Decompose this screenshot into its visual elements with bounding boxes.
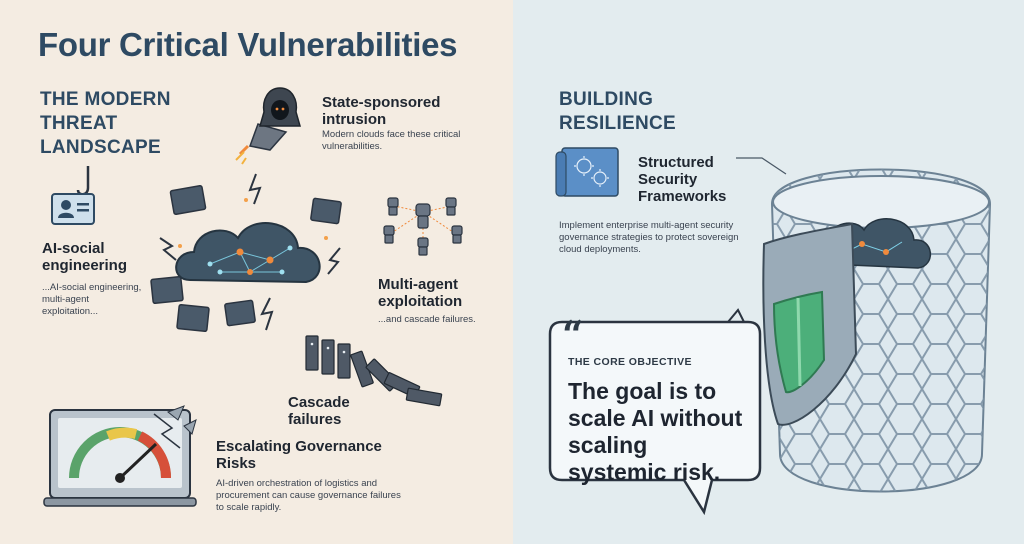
hexagon-shield-cloud-icon: [762, 168, 992, 493]
item-desc-state-sponsored: Modern clouds face these critical vulner…: [322, 129, 461, 152]
item-title-multi-agent: Multi-agent exploitation: [378, 276, 463, 310]
blueprint-gears-icon: [555, 147, 619, 197]
phishing-hook-icon: [51, 166, 95, 225]
page-title: Four Critical Vulnerabilities: [38, 26, 458, 63]
robot-network-icon: [383, 197, 463, 256]
connector-line: [736, 157, 787, 175]
hooded-hacker-icon: [235, 87, 301, 165]
item-desc-ai-social: ...AI-social engineering, multi-agent ex…: [42, 282, 142, 317]
item-title-governance: Escalating Governance Risks: [216, 438, 382, 472]
building-resilience-heading: BUILDING RESILIENCE: [559, 89, 677, 134]
item-desc-governance: AI-driven orchestration of logistics and…: [216, 478, 401, 513]
compromised-cloud-network-icon: [150, 173, 342, 333]
item-title-ai-social: AI-social engineering: [42, 240, 128, 274]
falling-dominoes-icon: [305, 335, 443, 407]
core-objective-quote: The goal is to scale AI without scaling …: [568, 378, 743, 485]
quote-mark-icon: “: [562, 312, 584, 357]
threat-landscape-heading: THE MODERN THREAT LANDSCAPE: [40, 89, 171, 158]
item-title-state-sponsored: State-sponsored intrusion: [322, 94, 441, 128]
core-objective-bubble: [548, 308, 762, 516]
framework-title: Structured Security Frameworks: [638, 154, 727, 205]
item-title-cascade: Cascade failures: [288, 394, 350, 428]
core-objective-label: THE CORE OBJECTIVE: [568, 356, 692, 368]
item-desc-multi-agent: ...and cascade failures.: [378, 314, 476, 325]
broken-gauge-laptop-icon: [43, 405, 197, 507]
framework-desc: Implement enterprise multi-agent securit…: [559, 220, 739, 255]
